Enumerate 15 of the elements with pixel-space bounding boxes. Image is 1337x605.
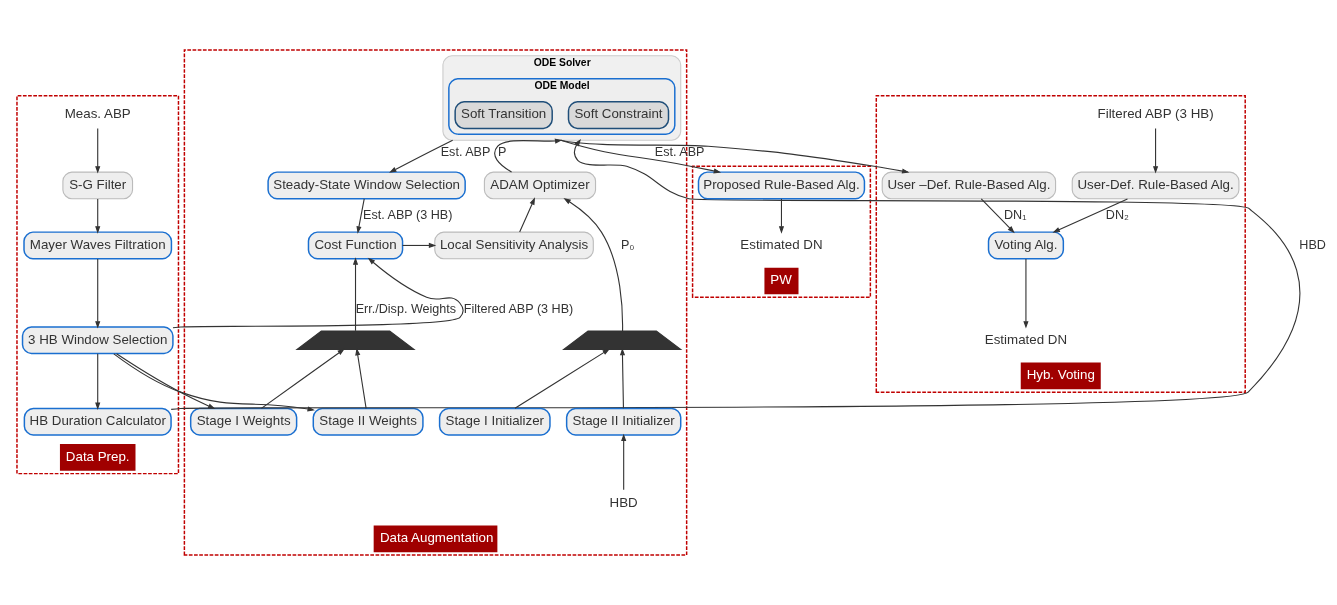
edge-label: DN₂ (1105, 207, 1129, 222)
edge-label: P (498, 145, 507, 160)
node-text: HBD (609, 494, 638, 510)
edge-label: Est. ABP (654, 145, 705, 160)
node-text: Estimated DN (740, 236, 823, 252)
edge-label: Err./Disp. Weights (355, 302, 457, 317)
node-text: Estimated DN (984, 331, 1068, 347)
edge-label: Est. ABP (3 HB) (363, 207, 453, 222)
node-text: Filtered ABP (3 HB) (1097, 106, 1214, 122)
edge-label: Est. ABP (440, 145, 491, 160)
node-text: Meas. ABP (64, 106, 131, 122)
edge-label: Filtered ABP (3 HB) (463, 302, 574, 317)
edge-label: P₀ (620, 237, 635, 252)
edge-label: HBD (1299, 237, 1326, 252)
edge-label: DN₁ (1003, 207, 1027, 222)
